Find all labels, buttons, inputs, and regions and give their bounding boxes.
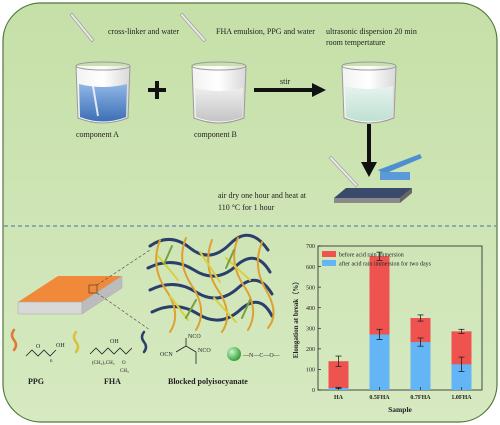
fha-sub-text: (CH₂)₇CH₃ (92, 361, 115, 366)
coated-substrate (17, 275, 123, 315)
y-tick-label: 400 (306, 306, 315, 312)
nco1-text: NCO (188, 334, 201, 340)
pipette-b (179, 12, 207, 43)
y-tick-label: 0 (312, 388, 315, 394)
bar-after (410, 342, 431, 390)
polymer-network (146, 233, 275, 333)
y-tick-label: 600 (306, 265, 315, 271)
down-arrow-icon (361, 124, 377, 177)
x-tick-label: 1.0FHA (451, 395, 472, 401)
chart-bars (328, 251, 472, 390)
beaker-b (191, 61, 247, 124)
x-tick-label: HA (334, 395, 344, 401)
ppg-oh-text: OH (56, 343, 65, 349)
chart-x-ticks: HA 0.5FHA 0.7FHA 1.0FHA (334, 387, 472, 401)
legend-swatch (322, 251, 336, 257)
bar-after (451, 364, 472, 390)
component-a-label: component A (76, 130, 119, 139)
urethane-text: —N—C—O— (242, 353, 281, 359)
y-tick-label: 700 (306, 244, 315, 250)
x-tick-label: 0.7FHA (410, 395, 431, 401)
chart-xlabel: Sample (388, 405, 412, 414)
y-tick-label: 300 (306, 326, 315, 332)
bar-after (369, 334, 390, 390)
step1-label: cross-linker and water (108, 27, 179, 36)
blocked-label: Blocked polyisocyanate (168, 377, 248, 386)
ppg-n-text: n (50, 359, 53, 364)
step3-label-line1: ultrasonic dispersion 20 min (326, 27, 417, 36)
stir-arrow-icon (254, 83, 326, 97)
plus-icon (148, 81, 166, 99)
ppg-label: PPG (28, 377, 44, 386)
zoom-lines (96, 249, 151, 331)
chart-ylabel: Elongation at break（%） (292, 278, 300, 358)
fha-molecule: OH (CH₂)₇CH₃ O CH₃ (72, 330, 133, 374)
dry-label-line2: 110 °C for 1 hour (218, 203, 275, 212)
elongation-chart: 0 100 200 300 400 500 600 700 HA 0.5FHA 0.7FHA 1.0… (292, 244, 483, 414)
legend-label: after acid rain immersion for two days (339, 261, 432, 268)
bar-before (328, 361, 349, 390)
coated-plate (334, 188, 412, 203)
nco2-text: NCO (198, 348, 211, 354)
ppg-molecule: O OH n (10, 328, 65, 364)
component-b-label: component B (194, 130, 237, 139)
applicator-icon (378, 154, 422, 180)
fha-oh-text: OH (110, 339, 119, 345)
blocking-agent-ball-icon (227, 347, 241, 361)
stir-label: stir (280, 77, 291, 86)
nco3-text: OCN (160, 352, 173, 358)
pipette-c (328, 155, 359, 188)
blocked-polyisocyanate-molecule: NCO NCO OCN —N—C—O— (140, 330, 281, 364)
step3-label-line2: room tempertature (326, 38, 386, 47)
fha-o-text: O (122, 361, 126, 366)
legend-swatch (322, 260, 336, 266)
y-tick-label: 100 (306, 368, 315, 374)
step2-label: FHA emulsion, PPG and water (216, 27, 315, 36)
chart-legend: before acid rain immersion after acid rai… (322, 251, 432, 268)
ppg-o-text: O (36, 344, 41, 350)
fha-ch3-text: CH₃ (120, 369, 129, 374)
beaker-a (75, 61, 131, 124)
chart-frame (317, 245, 483, 391)
pipette-a (69, 12, 95, 43)
chart-y-ticks: 0 100 200 300 400 500 600 700 (306, 244, 321, 394)
legend-label: before acid rain immersion (339, 252, 404, 259)
y-tick-label: 200 (306, 347, 315, 353)
dry-label-line1: air dry one hour and heat at (218, 191, 307, 200)
fha-label: FHA (104, 377, 121, 386)
beaker-c (341, 61, 397, 124)
y-tick-label: 500 (306, 285, 315, 291)
x-tick-label: 0.5FHA (369, 395, 390, 401)
